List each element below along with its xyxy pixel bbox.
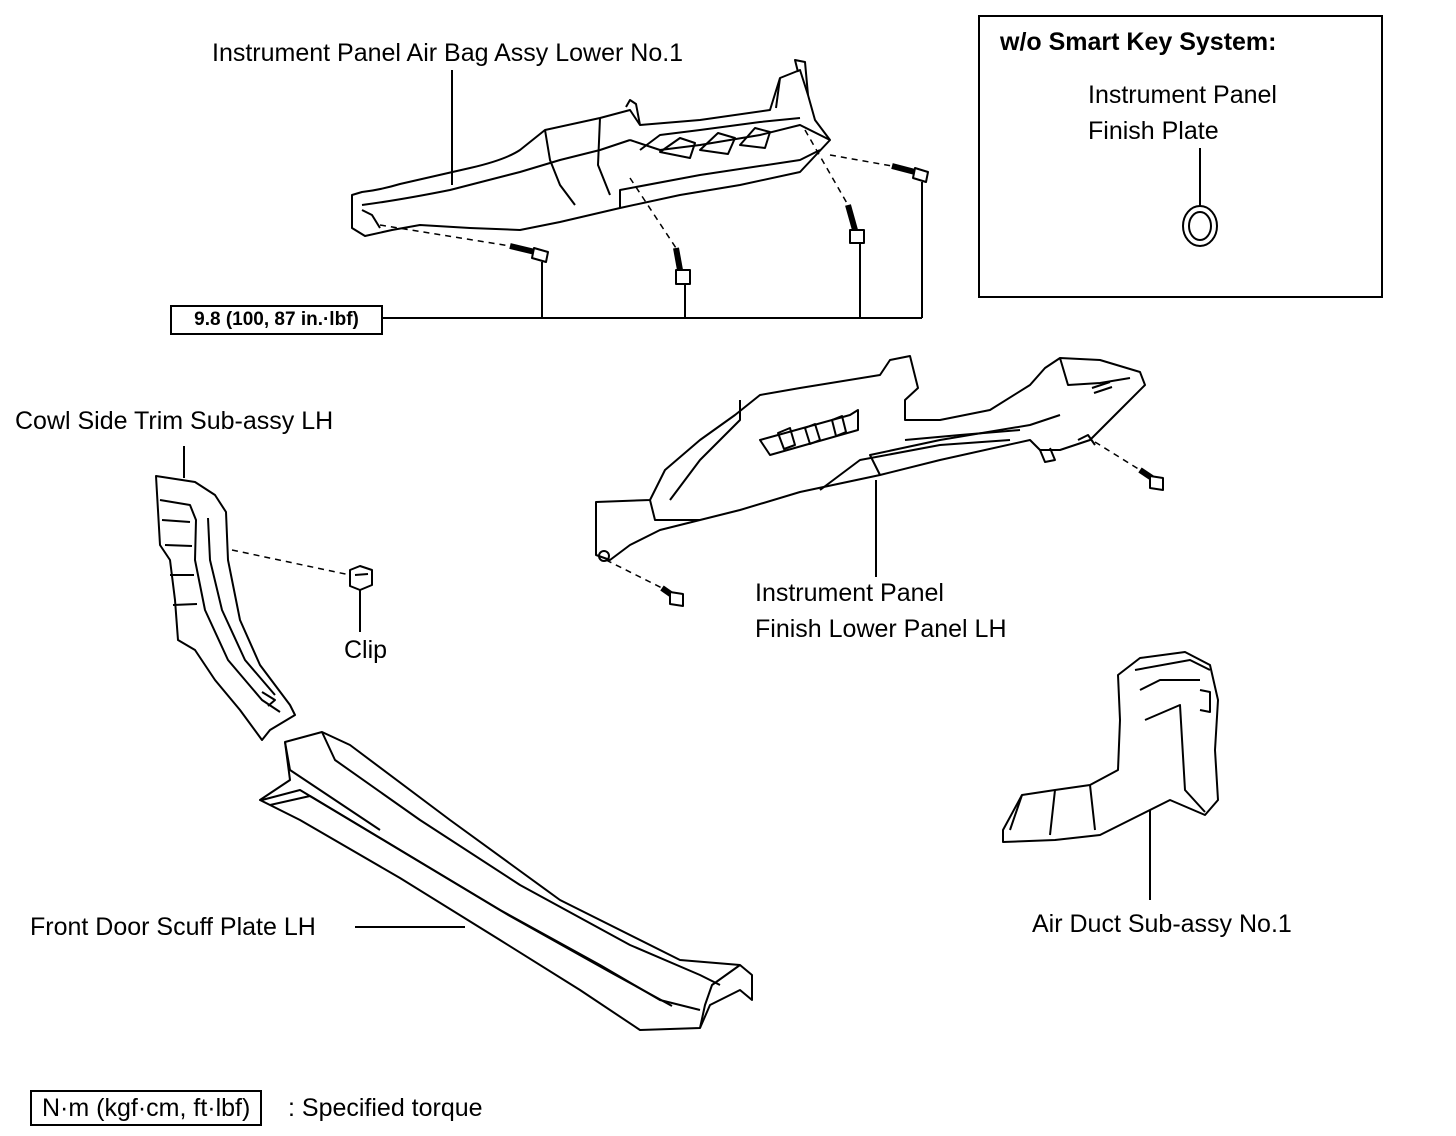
air-duct-part (1002, 651, 1219, 900)
finish-lower-label-line2: Finish Lower Panel LH (755, 615, 1007, 643)
cowl-side-trim-part (155, 475, 296, 741)
torque-leaders (383, 182, 923, 319)
cowl-side-trim-label: Cowl Side Trim Sub-assy LH (15, 407, 334, 435)
torque-legend-description: : Specified torque (288, 1094, 483, 1122)
airbag-dashed-lines (379, 129, 893, 249)
finish-lower-label-line1: Instrument Panel (755, 579, 944, 607)
torque-unit-legend-box: N·m (kgf·cm, ft·lbf) (30, 1090, 263, 1126)
inset-box: w/o Smart Key System: Instrument Panel F… (978, 15, 1383, 298)
airbag-bolts (509, 163, 929, 285)
air-duct-label: Air Duct Sub-assy No.1 (1032, 910, 1292, 938)
scuff-plate-part (259, 731, 753, 1031)
torque-value-box: 9.8 (100, 87 in.·lbf) (170, 305, 383, 335)
airbag-lower-label: Instrument Panel Air Bag Assy Lower No.1 (212, 39, 684, 67)
inset-part-line1: Instrument Panel (1088, 81, 1277, 109)
finish-plate-ring (1182, 148, 1218, 247)
inset-part-line2: Finish Plate (1088, 117, 1219, 145)
clip-part (231, 549, 373, 632)
lower-panel-screws (660, 467, 1164, 607)
scuff-plate-label: Front Door Scuff Plate LH (30, 913, 316, 941)
airbag-lower-part (351, 59, 831, 237)
inset-title: w/o Smart Key System: (1000, 28, 1277, 56)
finish-lower-panel-part (595, 355, 1146, 562)
clip-label: Clip (344, 636, 388, 664)
lower-panel-dashed-lines (605, 441, 1141, 589)
